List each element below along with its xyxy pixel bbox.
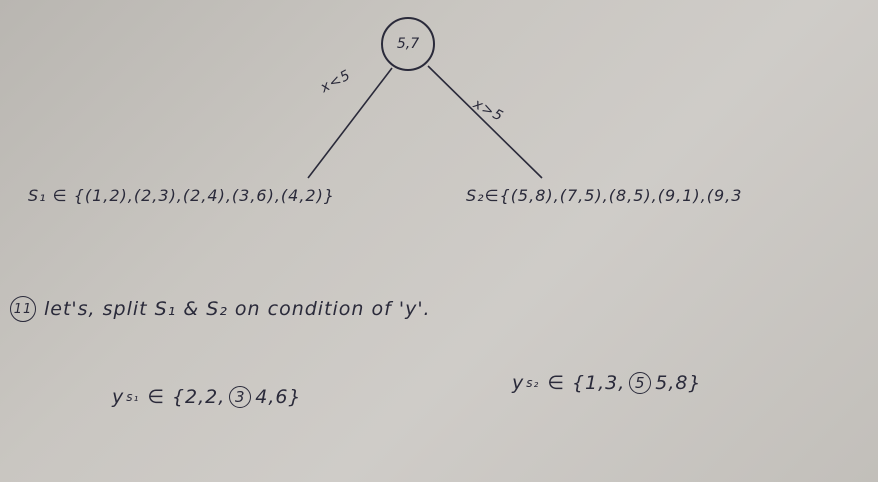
s2-set: S₂∈{(5,8),(7,5),(8,5),(9,1),(9,3 — [466, 186, 743, 205]
y-s2-values-before: ∈ {1,3, — [547, 372, 626, 394]
y-s2-subscript: s₂ — [526, 376, 540, 390]
y-s2-set: y s₂ ∈ {1,3, 5 5,8} — [512, 372, 702, 394]
y-s1-set: y s₁ ∈ {2,2, 3 4,6} — [112, 386, 302, 408]
left-branch-line — [307, 67, 393, 179]
step-number-circle: 11 — [10, 296, 36, 322]
y-s1-circled-value: 3 — [229, 386, 252, 408]
y-s2-symbol: y — [512, 372, 525, 394]
y-s1-values-after: 4,6} — [255, 386, 302, 408]
y-s2-circled-value: 5 — [629, 372, 652, 394]
step-line: 11 let's, split S₁ & S₂ on condition of … — [10, 296, 431, 322]
right-branch-line — [427, 65, 543, 179]
step-text: let's, split S₁ & S₂ on condition of 'y'… — [44, 298, 431, 320]
y-s2-values-after: 5,8} — [655, 372, 702, 394]
y-s1-symbol: y — [112, 386, 125, 408]
s1-set: S₁ ∈ {(1,2),(2,3),(2,4),(3,6),(4,2)} — [28, 186, 336, 205]
root-node-label: 5,7 — [396, 36, 420, 52]
y-s1-subscript: s₁ — [126, 390, 140, 404]
y-s1-values-before: ∈ {2,2, — [147, 386, 226, 408]
tree-root-node: 5,7 — [381, 17, 435, 71]
